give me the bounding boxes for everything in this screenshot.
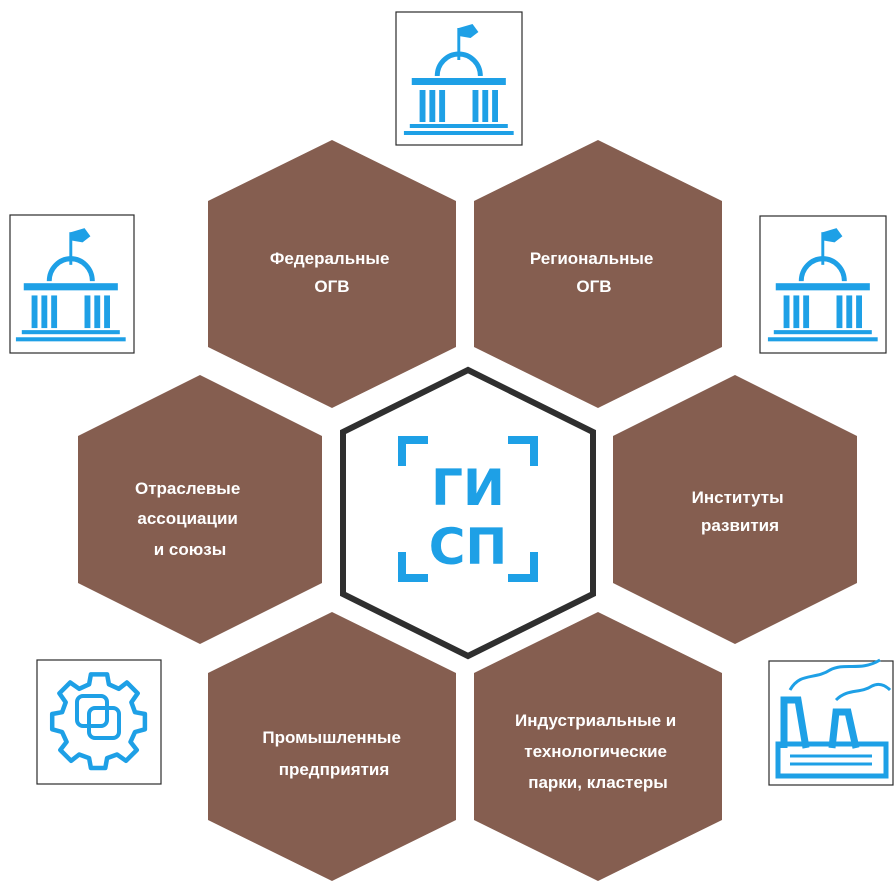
government-building-icon-right <box>759 215 887 354</box>
factory-icon <box>768 658 894 786</box>
hex-federal-line-1: Федеральные <box>270 249 390 268</box>
hex-industry-line-2: ассоциации <box>137 509 237 528</box>
hex-regional-line-1: Региональные <box>530 249 654 268</box>
hex-enterprises-line-2: предприятия <box>279 760 390 779</box>
government-building-icon-left <box>9 214 135 354</box>
center-hex: ГИ СП <box>340 366 596 660</box>
hex-parks-line-1: Индустриальные и <box>515 711 676 730</box>
hex-industry-label: Отраслевые ассоциации и союзы <box>135 479 245 559</box>
hex-parks-line-2: технологические <box>524 742 667 761</box>
gisp-logo-top: ГИ <box>431 459 505 517</box>
hex-parks-label: Индустриальные и технологические парки, … <box>515 711 681 792</box>
hex-regional-line-2: ОГВ <box>576 277 611 296</box>
hex-industry-line-1: Отраслевые <box>135 479 240 498</box>
hex-industrial-parks: Индустриальные и технологические парки, … <box>474 612 722 881</box>
gisp-logo-bottom: СП <box>429 518 508 576</box>
hex-parks-line-3: парки, кластеры <box>528 773 668 792</box>
hex-enterprises-label: Промышленные предприятия <box>262 728 405 779</box>
hex-development-institutes: Институты развития <box>613 375 857 644</box>
hex-development-line-2: развития <box>701 516 779 535</box>
hex-federal: Федеральные ОГВ <box>208 140 456 408</box>
gisp-logo: ГИ СП <box>398 436 538 582</box>
government-building-icon <box>395 11 523 146</box>
hex-regional-label: Региональные ОГВ <box>530 249 658 296</box>
hex-regional: Региональные ОГВ <box>474 140 722 408</box>
hex-industry-line-3: и союзы <box>154 540 227 559</box>
hex-development-label: Институты развития <box>692 488 789 535</box>
hex-industry-associations: Отраслевые ассоциации и союзы <box>78 375 322 644</box>
hex-enterprises-line-1: Промышленные <box>262 728 401 747</box>
hex-federal-line-2: ОГВ <box>314 277 349 296</box>
hex-development-line-1: Институты <box>692 488 784 507</box>
hex-federal-label: Федеральные ОГВ <box>270 249 394 296</box>
gear-icon <box>36 659 162 785</box>
hex-industrial-enterprises: Промышленные предприятия <box>208 612 456 881</box>
